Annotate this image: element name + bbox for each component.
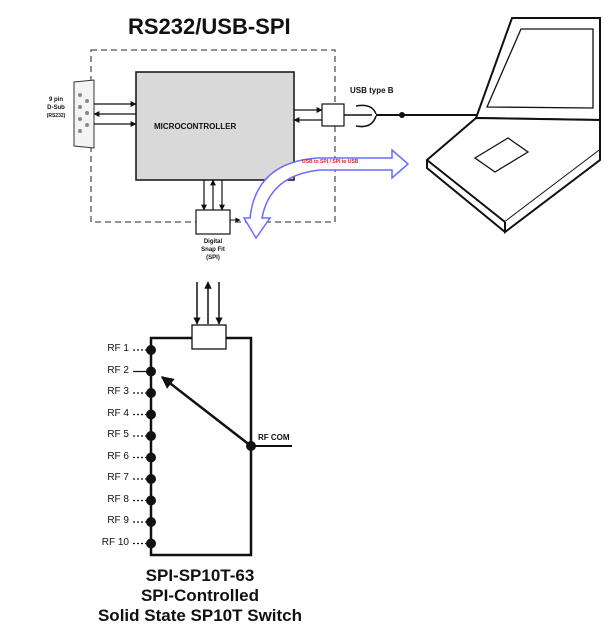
rf-port-label: RF 1 xyxy=(107,343,129,354)
product-caption: SPI-SP10T-63 SPI-Controlled Solid State … xyxy=(60,566,340,626)
mcu-spi-lines xyxy=(201,179,225,211)
rf-port-label: RF 8 xyxy=(107,493,129,505)
rf-port-dot xyxy=(146,538,156,549)
rf-port-dot xyxy=(146,452,156,463)
rf-port-label: RF 6 xyxy=(107,450,129,462)
microcontroller-label: MICROCONTROLLER xyxy=(154,122,237,131)
usb-junction-dot xyxy=(399,112,405,118)
rf-port-label: RF 7 xyxy=(107,472,129,483)
spi-cable xyxy=(193,281,223,325)
rf-port-dot xyxy=(146,409,156,420)
connector-line3: (RS232) xyxy=(46,113,66,119)
rf-port-label: RF 9 xyxy=(107,515,129,526)
caption-model: SPI-SP10T-63 xyxy=(145,566,255,585)
connector-label: 9 pin D-Sub (RS232) xyxy=(36,96,76,120)
microcontroller-box xyxy=(135,71,295,181)
spi-module-switch xyxy=(191,324,227,350)
rf-port-label: RF 4 xyxy=(107,407,129,419)
mcu-usb-lines xyxy=(293,107,323,123)
rf-port-label: RF 2 xyxy=(107,364,129,376)
rf-port-dot xyxy=(146,474,156,484)
conversion-arrow xyxy=(242,148,410,240)
switch-enclosure xyxy=(149,336,253,557)
rf-port-label: RF 3 xyxy=(107,386,129,397)
usb-label: USB type B xyxy=(350,86,394,95)
digital-line2: Snap Fit xyxy=(201,247,225,253)
rf-port-label: RF 10 xyxy=(101,536,129,548)
rf-port-dot xyxy=(146,431,156,441)
rf-port-dot xyxy=(146,345,156,355)
usb-module xyxy=(321,103,345,127)
rf-port-label: RF 5 xyxy=(107,429,129,440)
rf-port-dot xyxy=(146,366,156,377)
connector-line2: D-Sub xyxy=(47,105,65,111)
rs232-lines xyxy=(93,101,137,127)
caption-type: SPI-Controlled xyxy=(140,586,260,605)
spi-module-top xyxy=(195,209,231,235)
digital-label: Digital Snap Fit (SPI) xyxy=(185,238,241,262)
connector-line1: 9 pin xyxy=(48,97,63,103)
caption-description: Solid State SP10T Switch xyxy=(97,606,303,625)
laptop xyxy=(425,17,601,235)
rf-port-dot xyxy=(146,388,156,398)
rf-com-label: RF COM xyxy=(258,433,290,442)
rf-port-dot xyxy=(146,517,156,527)
conversion-label: USB to SPI / SPI to USB xyxy=(302,159,359,165)
rf-port-group xyxy=(133,345,156,549)
digital-line1: Digital xyxy=(203,239,223,245)
page-title: RS232/USB-SPI xyxy=(128,14,291,39)
digital-line3: (SPI) xyxy=(206,255,220,261)
rf-port-dot xyxy=(146,495,156,506)
dsub-connector xyxy=(73,79,95,149)
switch-arm xyxy=(161,376,252,447)
